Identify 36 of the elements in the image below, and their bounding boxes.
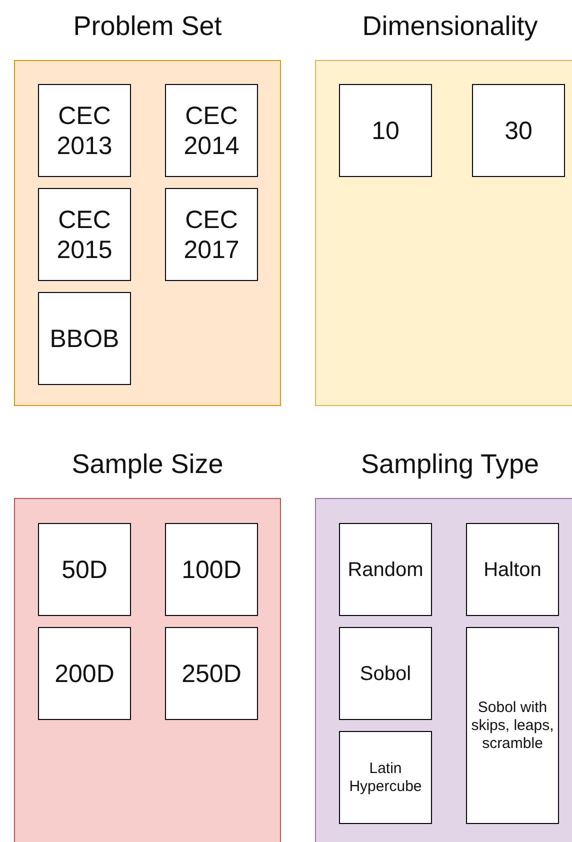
item-box <box>165 523 258 616</box>
item-label: 30 <box>504 116 532 146</box>
item-label: CEC 2014 <box>182 100 240 160</box>
item-box <box>38 627 131 720</box>
item-box <box>165 188 258 281</box>
item-box <box>38 188 131 281</box>
item-label: Sobol with skips, leaps, scramble <box>470 698 555 752</box>
panel-heading: Sampling Type <box>360 449 540 480</box>
item-label: 200D <box>54 658 114 688</box>
panel-heading: Sample Size <box>70 449 224 480</box>
item-label: BBOB <box>50 324 120 354</box>
item-label: 50D <box>62 554 108 584</box>
item-label: Halton <box>484 558 542 582</box>
item-label: CEC 2013 <box>56 100 114 160</box>
item-label: 10 <box>372 116 400 146</box>
item-box <box>38 523 131 616</box>
item-box <box>339 523 432 616</box>
item-box <box>466 627 559 824</box>
item-box <box>38 292 131 385</box>
panel-heading: Problem Set <box>72 11 223 42</box>
item-box <box>339 627 432 720</box>
panel-heading: Dimensionality <box>361 11 539 42</box>
item-label: Latin Hypercube <box>348 760 423 796</box>
item-box <box>466 523 559 616</box>
item-label: 250D <box>182 658 242 688</box>
item-label: Random <box>348 558 424 582</box>
item-box <box>38 84 131 177</box>
item-box <box>165 84 258 177</box>
item-box <box>339 731 432 824</box>
item-box <box>472 84 565 177</box>
item-label: CEC 2015 <box>56 204 114 264</box>
item-box <box>339 84 432 177</box>
item-label: 100D <box>182 554 242 584</box>
item-label: Sobol <box>360 662 412 686</box>
item-box <box>165 627 258 720</box>
item-label: CEC 2017 <box>182 204 240 264</box>
